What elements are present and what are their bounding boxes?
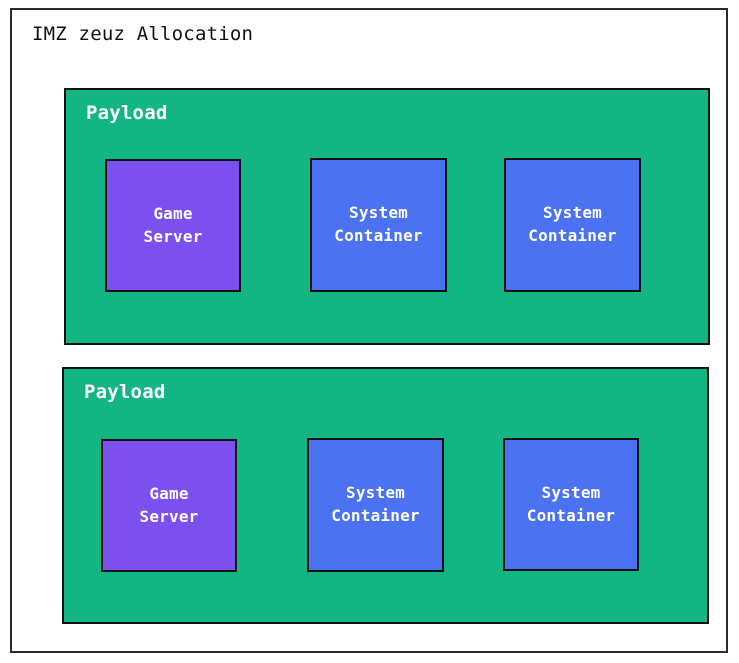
payload-group-2[interactable]: Payload Game Server System Container Sys… (62, 367, 709, 624)
node-system-container[interactable]: System Container (310, 158, 447, 292)
allocation-frame: IMZ zeuz Allocation Payload Game Server … (10, 8, 728, 653)
node-system-container[interactable]: System Container (504, 158, 641, 292)
page-title: IMZ zeuz Allocation (32, 23, 254, 45)
payload-label: Payload (84, 381, 166, 403)
payload-group-1[interactable]: Payload Game Server System Container Sys… (64, 88, 710, 345)
payload-label: Payload (86, 102, 168, 124)
node-game-server[interactable]: Game Server (105, 159, 241, 292)
node-game-server[interactable]: Game Server (101, 439, 237, 572)
node-system-container[interactable]: System Container (503, 438, 639, 571)
node-system-container[interactable]: System Container (307, 438, 444, 572)
